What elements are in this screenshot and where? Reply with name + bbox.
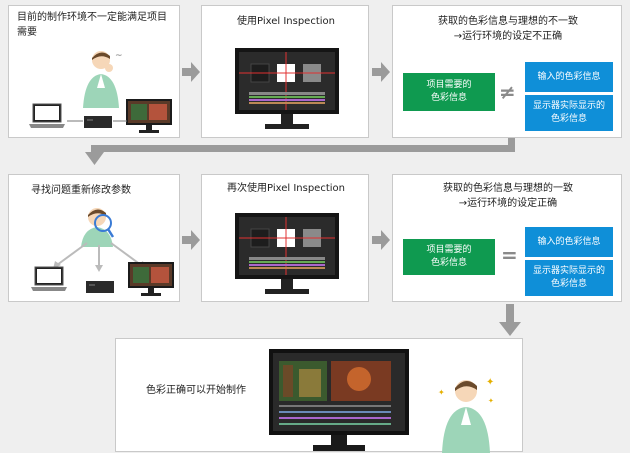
step-panel-current-environment: 目前的制作环境不一定能满足项目 需要 ~: [8, 5, 180, 138]
svg-text:✦: ✦: [486, 377, 494, 388]
displayed-color-box: 显示器实际显示的 色彩信息: [525, 260, 613, 296]
displayed-color-box: 显示器实际显示的 色彩信息: [525, 95, 613, 131]
connection-line: [67, 120, 127, 122]
arrow-down-icon: [499, 304, 521, 336]
step-text: 使用Pixel Inspection: [237, 16, 335, 27]
arrow-right-icon: [182, 62, 200, 82]
laptop-icon: [29, 103, 65, 128]
workstation-icon: [84, 116, 112, 128]
final-panel-start-production: 色彩正确可以开始制作 ✦ ✦ ✦: [115, 338, 523, 453]
step-text: 获取的色彩信息与理想的不一致 →运行环境的设定不正确: [438, 16, 578, 42]
arrow-right-icon: [182, 230, 200, 250]
arrow-right-icon: [372, 230, 390, 250]
step-text: 再次使用Pixel Inspection: [227, 183, 345, 194]
laptop-icon: [31, 266, 67, 291]
workstation-icon: [86, 281, 114, 293]
step-panel-pixel-inspection: 使用Pixel Inspection: [201, 5, 369, 138]
input-color-box: 输入的色彩信息: [525, 227, 613, 257]
return-arrow: [85, 138, 515, 165]
happy-person-icon: ✦ ✦ ✦: [438, 377, 494, 453]
step-panel-pixel-inspection-again: 再次使用Pixel Inspection: [201, 174, 369, 302]
arrow-right-icon: [372, 62, 390, 82]
step-panel-result-mismatch: 获取的色彩信息与理想的不一致 →运行环境的设定不正确 项目需要的 色彩信息 ≠ …: [392, 5, 622, 138]
svg-text:✦: ✦: [438, 388, 445, 397]
magnifier-person-icon: [81, 208, 115, 247]
step-text: 目前的制作环境不一定能满足项目 需要: [17, 12, 167, 38]
monitor-pixel-inspection-icon: [235, 213, 339, 294]
svg-text:✦: ✦: [488, 397, 494, 405]
equal-operator: =: [501, 243, 518, 267]
step-text: 寻找问题重新修改参数: [31, 185, 131, 196]
monitor-icon: [128, 262, 174, 296]
step-panel-result-match: 获取的色彩信息与理想的一致 →运行环境的设定正确 项目需要的 色彩信息 = 输入…: [392, 174, 622, 302]
project-color-box: 项目需要的 色彩信息: [403, 239, 495, 275]
monitor-icon: [126, 99, 172, 133]
svg-text:~: ~: [115, 51, 123, 61]
input-color-box: 输入的色彩信息: [525, 62, 613, 92]
thinking-person-icon: ~: [83, 51, 123, 108]
production-monitor-icon: [269, 349, 409, 451]
step-text: 获取的色彩信息与理想的一致 →运行环境的设定正确: [443, 183, 573, 209]
project-color-box: 项目需要的 色彩信息: [403, 73, 495, 111]
final-text: 色彩正确可以开始制作: [146, 385, 246, 396]
step-panel-adjust-parameters: 寻找问题重新修改参数: [8, 174, 180, 302]
not-equal-operator: ≠: [499, 80, 516, 104]
monitor-pixel-inspection-icon: [235, 48, 339, 129]
